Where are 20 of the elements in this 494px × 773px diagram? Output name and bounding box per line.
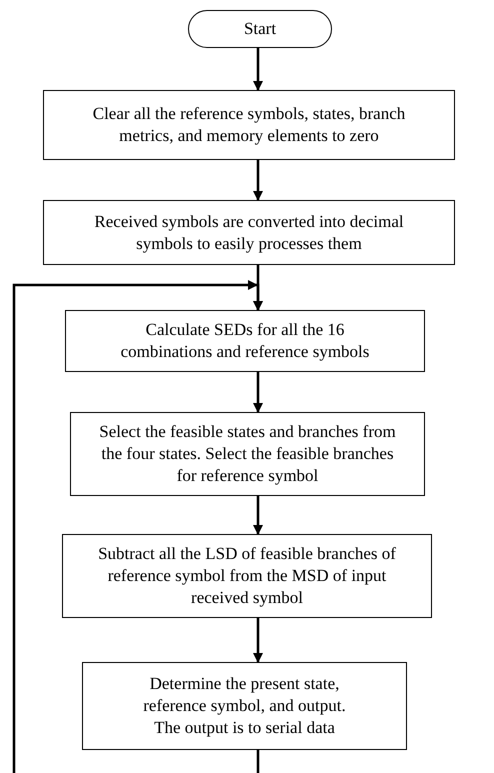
start-terminal (188, 10, 332, 48)
step-text: Subtract all the LSD of feasible branches of reference symbol from the MSD of input received symbol (97, 543, 397, 609)
step-text: Select the feasible states and branches from the four states. Select the feasible branches for reference symbol (98, 421, 397, 487)
process-box (82, 662, 407, 750)
arrow (253, 372, 263, 413)
step-text: Start (244, 18, 276, 40)
step-text: Calculate SEDs for all the 16 combinations and reference symbols (120, 319, 370, 363)
loop-arrow (12, 280, 263, 773)
arrow (253, 48, 263, 91)
process-box (70, 412, 425, 496)
process-box (43, 200, 455, 265)
arrow (253, 618, 263, 663)
process-box (65, 310, 425, 372)
step-text: Received symbols are converted into decimal symbols to easily processes them (94, 210, 404, 254)
step-text: Determine the present state, reference symbol, and output. The output is to serial data (142, 673, 347, 739)
process-box (62, 534, 432, 618)
arrow (253, 160, 263, 201)
process-box (43, 90, 455, 160)
arrow (253, 496, 263, 535)
step-text: Clear all the reference symbols, states, branch metrics, and memory elements to zero (92, 103, 406, 147)
